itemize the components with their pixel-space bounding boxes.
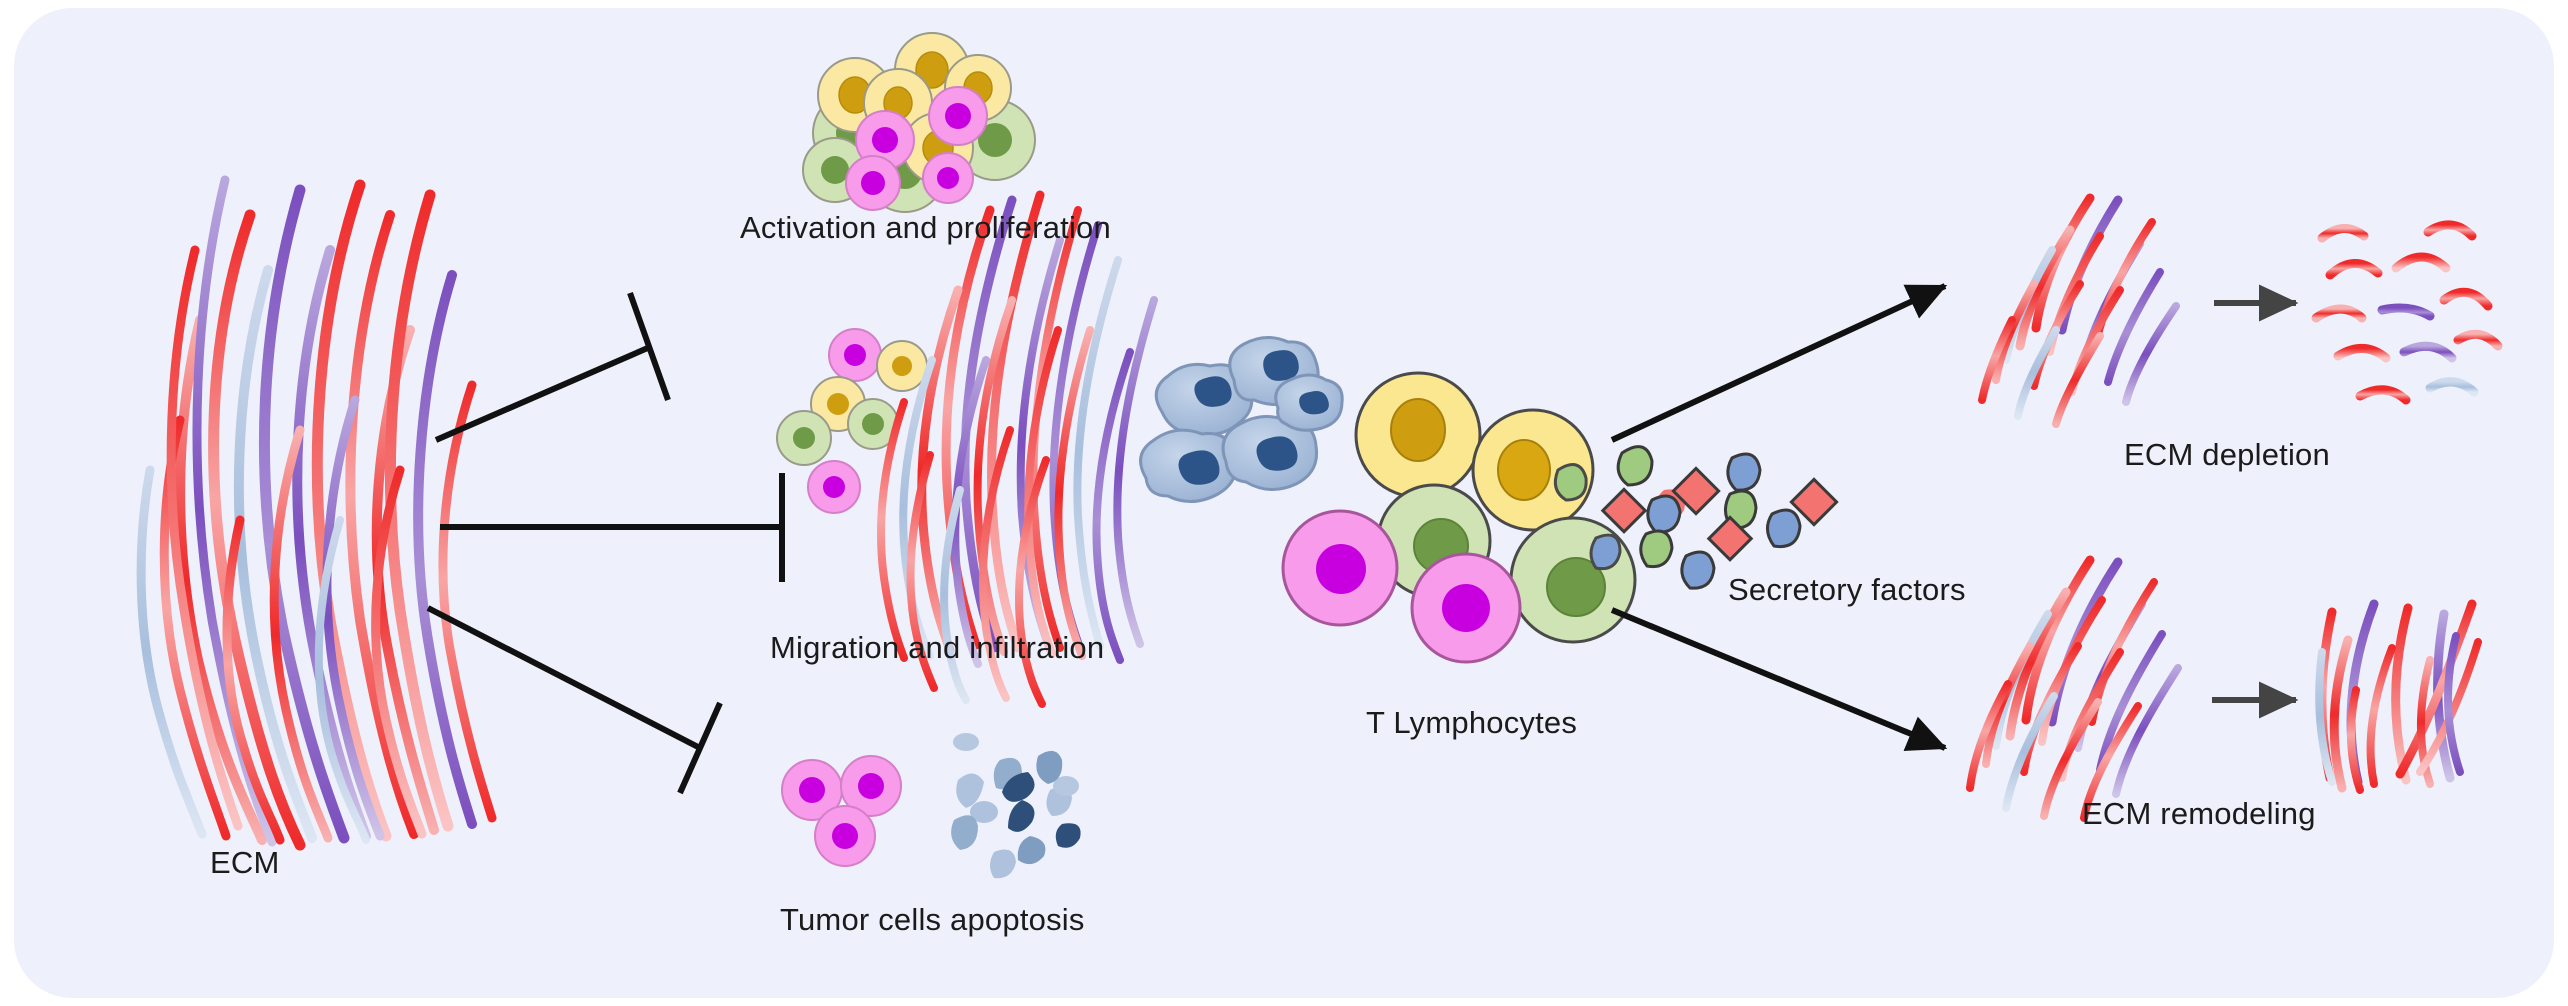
label-ecm-remodeling: ECM remodeling bbox=[2082, 796, 2316, 831]
t-cell-green bbox=[1509, 516, 1637, 644]
label-tumor-cells-apoptosis: Tumor cells apoptosis bbox=[780, 902, 1085, 937]
activation-proliferation-cell-cluster bbox=[802, 32, 1036, 213]
immune-cell-green bbox=[776, 410, 832, 466]
immune-cell-pink bbox=[807, 460, 861, 514]
immune-cell-pink bbox=[814, 805, 876, 867]
immune-cell-pink bbox=[781, 759, 843, 821]
tcell-output-arrows bbox=[1610, 283, 1948, 751]
tumor-cell bbox=[1274, 373, 1344, 432]
t-cell-pink bbox=[1281, 509, 1399, 627]
connector-ecm-migration bbox=[440, 473, 785, 582]
t-cell-yellow bbox=[1354, 371, 1482, 499]
pink-cells bbox=[845, 86, 988, 211]
t-cell-yellow bbox=[1471, 408, 1595, 532]
connector-ecm-activation bbox=[434, 291, 671, 443]
label-migration-infiltration: Migration and infiltration bbox=[770, 630, 1105, 665]
label-secretory-factors: Secretory factors bbox=[1728, 572, 1966, 607]
immune-cell-yellow bbox=[876, 340, 928, 392]
label-ecm-depletion: ECM depletion bbox=[2124, 437, 2330, 472]
ecm-remodeling-reorganized-fibers bbox=[2315, 599, 2482, 794]
apoptotic-cell-debris bbox=[951, 733, 1081, 879]
ecm-depletion-fragments bbox=[2311, 220, 2503, 405]
immune-cell-pink bbox=[828, 328, 882, 382]
migration-tumor-cell-cluster bbox=[1139, 336, 1344, 503]
label-t-lymphocytes: T Lymphocytes bbox=[1366, 705, 1578, 740]
label-ecm: ECM bbox=[210, 845, 280, 880]
tumor-cell bbox=[1139, 428, 1238, 503]
inhibition-connectors bbox=[426, 291, 785, 795]
ecm-depletion-intact-bundle bbox=[1978, 193, 2180, 428]
t-cell-pink bbox=[1410, 552, 1522, 664]
ecm-remodeling-dense-bundle bbox=[1966, 555, 2182, 822]
ecm-barrier-fibers bbox=[876, 190, 1158, 708]
tumor-cell bbox=[1221, 415, 1319, 491]
apoptosis-immune-cells bbox=[781, 755, 902, 867]
ecm-fiber-bundle-main bbox=[136, 175, 497, 851]
secretory-factor-particles bbox=[1600, 445, 1839, 590]
connector-ecm-apoptosis bbox=[426, 605, 723, 795]
label-activation-proliferation: Activation and proliferation bbox=[740, 210, 1111, 245]
migration-immune-cells bbox=[776, 328, 928, 514]
t-lymphocyte-cluster bbox=[1281, 371, 1637, 664]
immune-cell-pink bbox=[840, 755, 902, 817]
